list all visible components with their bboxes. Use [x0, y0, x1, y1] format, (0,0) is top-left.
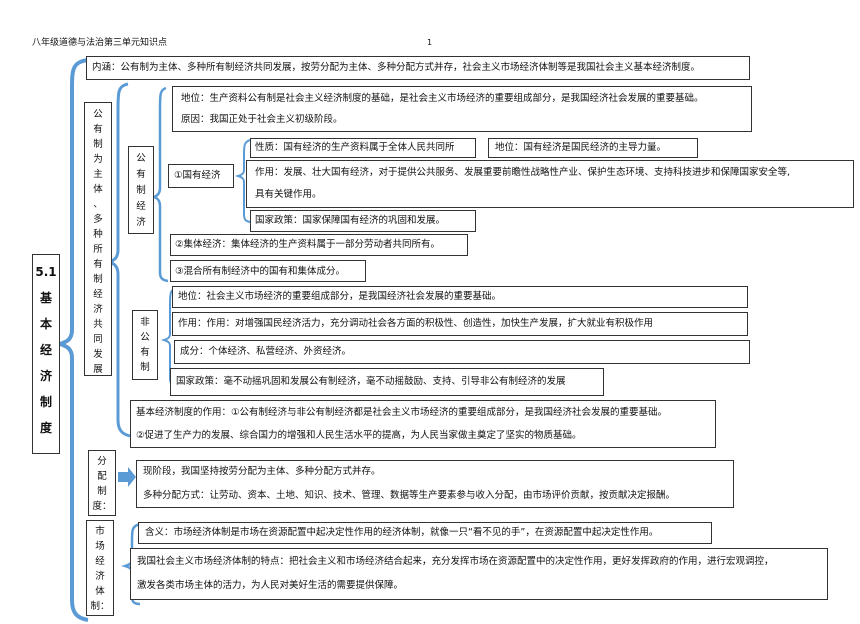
state-policy-box: 国家政策：国家保障国有经济的巩固和发展。 [250, 210, 476, 232]
label-char: 制 [93, 274, 103, 285]
connotation-text: 内涵：公有制为主体、多种所有制经济共同发展，按劳分配为主体、多种分配方式并存，社… [92, 62, 701, 73]
market-meaning-box: 含义：市场经济体制是市场在资源配置中起决定性作用的经济体制，就像一只“看不见的手… [138, 522, 712, 544]
basic-role-box: 基本经济制度的作用：①公有制经济与非公有制经济都是社会主义市场经济的重要组成部分… [130, 400, 716, 448]
label-char: 多 [93, 214, 103, 225]
label-char: 有 [136, 169, 146, 180]
state-role-line1: 作用：发展、壮大国有经济，对于提供公共服务、发展重要前瞻性战略性产业、保护生态环… [255, 167, 791, 178]
nonpublic-components-box: 成分：个体经济、私营经济、外资经济。 [174, 340, 750, 364]
label-char: 公 [140, 332, 150, 343]
document-title: 八年级道德与法治第三单元知识点 [32, 38, 168, 48]
nonpublic-role-text: 作用：作用：对增强国民经济活力，充分调动社会各方面的积极性、创造性，加快生产发展… [178, 318, 654, 329]
market-label: 市 场 经 济 体 制： [86, 520, 114, 616]
state-nature-box: 性质：国有经济的生产资料属于全体人民共同所 [250, 138, 476, 158]
basic-role-line1: 基本经济制度的作用：①公有制经济与非公有制经济都是社会主义市场经济的重要组成部分… [136, 407, 668, 418]
label-char: 主 [93, 169, 103, 180]
label-char: 非 [140, 317, 150, 328]
basic-role-line2: ②促进了生产力的发展、综合国力的增强和人民生活水平的提高，为人民当家做主奠定了坚… [136, 430, 582, 441]
state-brace [234, 139, 253, 223]
distribution-box: 现阶段，我国坚持按劳分配为主体、多种分配方式并存。 多种分配方式：让劳动、资本、… [136, 460, 734, 508]
section-char: 本 [39, 317, 52, 331]
label-char: 场 [95, 541, 105, 552]
state-role-line2: 具有关键作用。 [255, 189, 322, 200]
section-label-box: 5.1 基 本 经 济 制 度 [32, 254, 60, 454]
ownership-brace [106, 82, 131, 438]
state-status-text: 地位：国有经济是国民经济的主导力量。 [495, 142, 667, 153]
label-char: 制 [93, 139, 103, 150]
distribution-label: 分 配 制 度： [88, 450, 116, 516]
state-economy-label-box: ①国有经济 [168, 164, 234, 188]
connotation-box: 内涵：公有制为主体、多种所有制经济共同发展，按劳分配为主体、多种分配方式并存，社… [86, 56, 750, 80]
label-char: 为 [93, 154, 103, 165]
state-nature-text: 性质：国有经济的生产资料属于全体人民共同所 [255, 142, 455, 153]
label-char: 济 [95, 571, 105, 582]
label-char: 体 [95, 586, 105, 597]
label-char: 度： [92, 501, 112, 512]
label-char: 、 [93, 199, 103, 210]
label-char: 体 [93, 184, 103, 195]
mixed-text: ③混合所有制经济中的国有和集体成分。 [175, 266, 346, 277]
section-char: 济 [39, 369, 52, 383]
section-char: 度 [39, 421, 52, 435]
mixed-box: ③混合所有制经济中的国有和集体成分。 [170, 260, 366, 282]
label-char: 共 [93, 319, 103, 330]
label-char: 有 [93, 124, 103, 135]
nonpublic-status-box: 地位：社会主义市场经济的重要组成部分，是我国经济社会发展的重要基础。 [172, 286, 748, 308]
label-char: 制： [90, 601, 110, 612]
public-ownership-label: 公 有 制 为 主 体 、 多 种 所 有 制 经 济 共 同 发 展 [84, 102, 112, 376]
label-char: 同 [93, 334, 103, 345]
section-char: 基 [39, 291, 52, 305]
nonpublic-label: 非 公 有 制 [132, 310, 158, 380]
page-number: 1 [427, 38, 433, 47]
market-meaning-text: 含义：市场经济体制是市场在资源配置中起决定性作用的经济体制，就像一只“看不见的手… [145, 527, 659, 538]
label-char: 经 [95, 556, 105, 567]
label-char: 分 [97, 456, 107, 467]
nonpublic-policy-text: 国家政策：毫不动摇巩固和发展公有制经济，毫不动摇鼓励、支持、引导非公有制经济的发… [176, 376, 566, 387]
label-char: 公 [93, 109, 103, 120]
public-reason-text: 原因：我国正处于社会主义初级阶段。 [181, 114, 343, 125]
market-feature-line1: 我国社会主义市场经济体制的特点：把社会主义和市场经济结合起来，充分发挥市场在资源… [137, 556, 774, 567]
state-role-box: 作用：发展、壮大国有经济，对于提供公共服务、发展重要前瞻性战略性产业、保护生态环… [246, 160, 854, 208]
label-char: 经 [93, 289, 103, 300]
public-status-text: 地位：生产资料公有制是社会主义经济制度的基础，是社会主义市场经济的重要组成部分，… [181, 93, 704, 104]
public-economy-label: 公 有 制 经 济 [128, 146, 154, 234]
market-feature-line2: 激发各类市场主体的活力，为人民对美好生活的需要提供保障。 [137, 580, 404, 591]
nonpublic-status-text: 地位：社会主义市场经济的重要组成部分，是我国经济社会发展的重要基础。 [178, 291, 502, 302]
label-char: 种 [93, 229, 103, 240]
label-char: 发 [93, 349, 103, 360]
label-char: 公 [136, 153, 146, 164]
market-feature-box: 我国社会主义市场经济体制的特点：把社会主义和市场经济结合起来，充分发挥市场在资源… [130, 548, 828, 600]
section-char: 制 [39, 395, 52, 409]
state-economy-label: ①国有经济 [174, 170, 221, 181]
nonpublic-role-box: 作用：作用：对增强国民经济活力，充分调动社会各方面的积极性、创造性，加快生产发展… [172, 312, 748, 336]
label-char: 经 [136, 201, 146, 212]
label-char: 有 [93, 259, 103, 270]
public-status-box: 地位：生产资料公有制是社会主义经济制度的基础，是社会主义市场经济的重要组成部分，… [172, 86, 752, 132]
label-char: 所 [93, 244, 103, 255]
label-char: 制 [140, 362, 150, 373]
section-number: 5.1 [35, 265, 57, 279]
public-brace [150, 86, 169, 283]
label-char: 展 [93, 364, 103, 375]
distribution-line1: 现阶段，我国坚持按劳分配为主体、多种分配方式并存。 [143, 466, 381, 477]
collective-box: ②集体经济：集体经济的生产资料属于一部分劳动者共同所有。 [170, 234, 468, 256]
collective-text: ②集体经济：集体经济的生产资料属于一部分劳动者共同所有。 [175, 239, 441, 250]
label-char: 制 [97, 486, 107, 497]
label-char: 市 [95, 526, 105, 537]
section-char: 经 [39, 343, 52, 357]
nonpublic-policy-box: 国家政策：毫不动摇巩固和发展公有制经济，毫不动摇鼓励、支持、引导非公有制经济的发… [170, 368, 604, 396]
label-char: 配 [97, 471, 107, 482]
state-status-box: 地位：国有经济是国民经济的主导力量。 [488, 138, 698, 158]
label-char: 济 [93, 304, 103, 315]
nonpublic-components-text: 成分：个体经济、私营经济、外资经济。 [180, 346, 352, 357]
label-char: 制 [136, 185, 146, 196]
label-char: 济 [136, 217, 146, 228]
distribution-line2: 多种分配方式：让劳动、资本、土地、知识、技术、管理、数据等生产要素参与收入分配，… [143, 490, 676, 501]
state-policy-text: 国家政策：国家保障国有经济的巩固和发展。 [255, 215, 446, 226]
label-char: 有 [140, 347, 150, 358]
arrow-right-icon [118, 467, 136, 487]
main-brace [53, 58, 89, 622]
